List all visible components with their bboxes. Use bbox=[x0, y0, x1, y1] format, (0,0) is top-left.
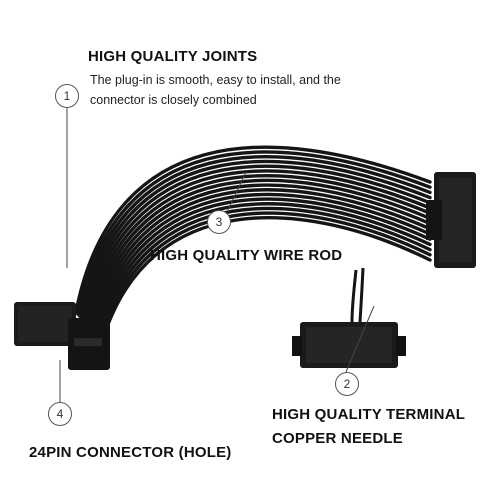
cable-wire bbox=[96, 206, 432, 340]
cable-wire bbox=[98, 211, 432, 342]
cable-wire bbox=[91, 192, 432, 334]
right-24pin-connector bbox=[426, 172, 476, 268]
cable-wire bbox=[76, 150, 432, 316]
cable-wire bbox=[77, 155, 432, 318]
terminal-title-line-1: HIGH QUALITY TERMINAL bbox=[272, 406, 466, 423]
wire-rod-title: HIGH QUALITY WIRE ROD bbox=[150, 247, 343, 264]
wire-bundle bbox=[74, 145, 432, 344]
cable-wire bbox=[93, 197, 432, 336]
bottom-4pin-connector bbox=[292, 322, 406, 368]
cable-wire bbox=[81, 164, 432, 322]
callout-badge-4: 4 bbox=[48, 402, 72, 426]
callout-badge-3: 3 bbox=[207, 210, 231, 234]
joints-description-line-2: connector is closely combined bbox=[90, 93, 257, 107]
callout-badge-2: 2 bbox=[335, 372, 359, 396]
cable-wire bbox=[82, 169, 432, 324]
joints-title: HIGH QUALITY JOINTS bbox=[88, 48, 258, 65]
cable-wire bbox=[79, 159, 432, 320]
cable-wire bbox=[86, 178, 432, 328]
leader-lines bbox=[59, 108, 375, 402]
cable-wire bbox=[84, 174, 432, 326]
left-24pin-connector bbox=[14, 302, 110, 370]
cable-wire bbox=[95, 202, 432, 338]
connector-title: 24PIN CONNECTOR (HOLE) bbox=[29, 444, 232, 461]
cable-wire bbox=[74, 145, 432, 314]
cable-wire bbox=[89, 188, 432, 332]
wire-split-branch bbox=[350, 267, 365, 323]
joints-description-line-1: The plug-in is smooth, easy to install, … bbox=[90, 73, 341, 87]
callout-badge-1: 1 bbox=[55, 84, 79, 108]
cable-wire bbox=[100, 215, 432, 344]
terminal-title-line-2: COPPER NEEDLE bbox=[272, 430, 403, 447]
cable-wire bbox=[88, 183, 432, 330]
